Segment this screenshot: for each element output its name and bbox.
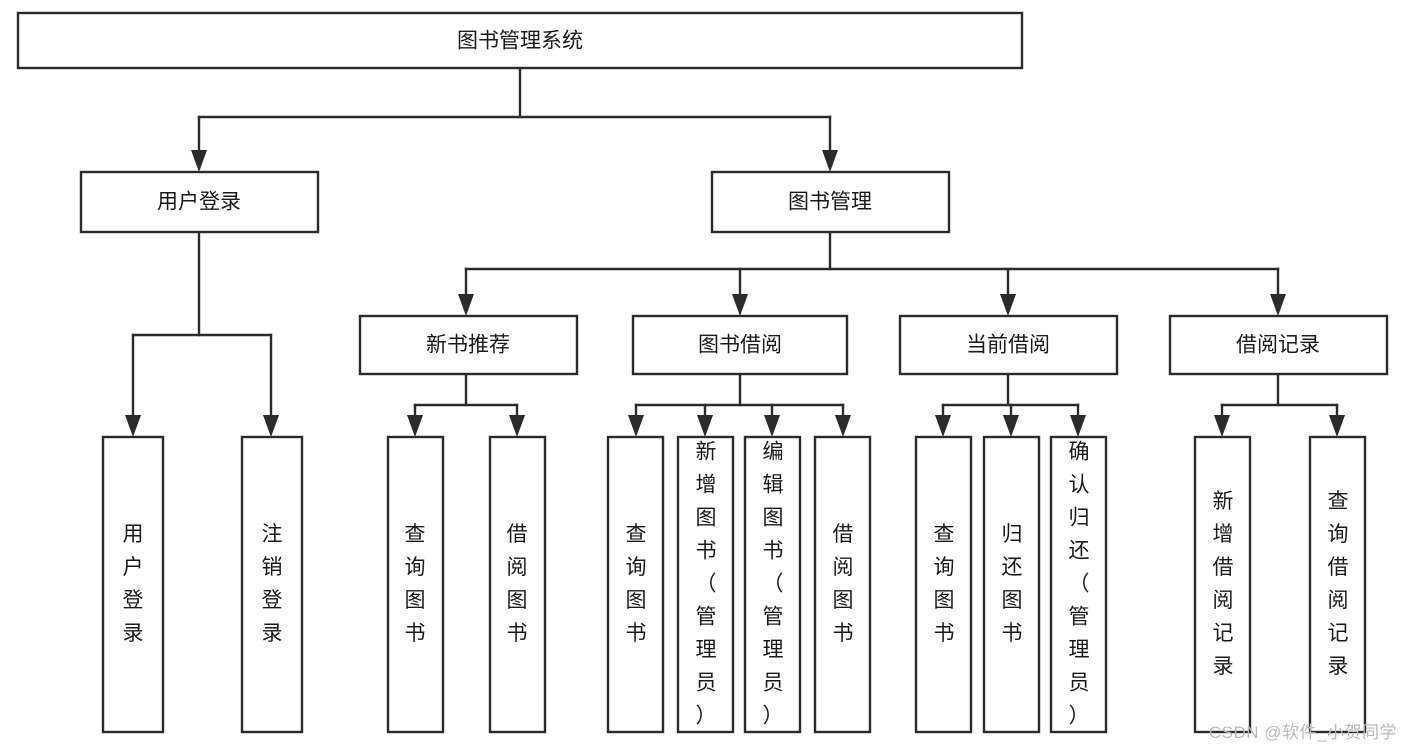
book-borrow-label: 图书借阅 <box>698 334 782 357</box>
arrowhead-leaf-edit-book-admin <box>764 415 780 437</box>
leaf-borrow-book-2-label: 借阅图书 <box>833 523 854 645</box>
node-leaf-add-book-admin[interactable]: 新增图书（管理员） <box>676 435 735 734</box>
node-new-book-recommend[interactable]: 新书推荐 <box>358 314 579 376</box>
leaf-return-book-label: 归还图书 <box>1002 523 1023 645</box>
arrowhead-borrow-record <box>1270 294 1286 316</box>
node-leaf-query-borrow-record[interactable]: 查询借阅记录 <box>1308 435 1367 734</box>
user-login-box[interactable] <box>79 170 320 234</box>
arrowhead-book-borrow <box>732 294 748 316</box>
node-leaf-user-login[interactable]: 用户登录 <box>101 435 165 734</box>
user-login-label: 用户登录 <box>157 191 241 214</box>
arrowhead-leaf-return-book <box>1003 415 1019 437</box>
new-book-recommend-box[interactable] <box>358 314 579 376</box>
leaf-edit-book-admin-label: 编辑图书（管理员） <box>763 441 784 728</box>
leaf-confirm-return-admin-label: 确认归还（管理员） <box>1069 441 1090 728</box>
leaf-logout-login-box[interactable] <box>240 435 304 734</box>
leaf-borrow-book-1-box[interactable] <box>488 435 547 734</box>
node-leaf-add-borrow-record[interactable]: 新增借阅记录 <box>1193 435 1252 734</box>
current-borrow-box[interactable] <box>898 314 1119 376</box>
arrowhead-leaf-query-borrow-record <box>1329 415 1345 437</box>
borrow-record-label: 借阅记录 <box>1236 334 1320 357</box>
node-borrow-record[interactable]: 借阅记录 <box>1168 314 1389 376</box>
node-leaf-logout-login[interactable]: 注销登录 <box>240 435 304 734</box>
leaf-confirm-return-admin-box[interactable] <box>1049 435 1108 734</box>
leaf-query-book-3-label: 查询图书 <box>934 523 955 645</box>
root-box[interactable] <box>16 11 1024 70</box>
arrowhead-current-borrow <box>1000 294 1016 316</box>
leaf-query-borrow-record-label: 查询借阅记录 <box>1328 490 1349 678</box>
new-book-recommend-label: 新书推荐 <box>426 334 510 357</box>
arrowhead-book-management <box>822 150 838 172</box>
node-leaf-query-book-3[interactable]: 查询图书 <box>914 435 973 734</box>
leaf-query-book-3-box[interactable] <box>914 435 973 734</box>
node-leaf-query-book-1[interactable]: 查询图书 <box>386 435 445 734</box>
node-leaf-query-book-2[interactable]: 查询图书 <box>606 435 665 734</box>
arrowhead-leaf-query-book-3 <box>935 415 951 437</box>
borrow-record-box[interactable] <box>1168 314 1389 376</box>
arrowhead-leaf-query-book-2 <box>628 415 644 437</box>
book-management-label: 图书管理 <box>788 191 872 214</box>
node-leaf-borrow-book-1[interactable]: 借阅图书 <box>488 435 547 734</box>
node-leaf-edit-book-admin[interactable]: 编辑图书（管理员） <box>743 435 802 734</box>
leaf-borrow-book-1-label: 借阅图书 <box>507 523 528 645</box>
arrowhead-leaf-add-book-admin <box>697 415 713 437</box>
book-management-box[interactable] <box>710 170 951 234</box>
current-borrow-label: 当前借阅 <box>966 334 1050 357</box>
node-book-management[interactable]: 图书管理 <box>710 170 951 234</box>
leaf-user-login-label: 用户登录 <box>123 523 144 645</box>
node-leaf-return-book[interactable]: 归还图书 <box>982 435 1041 734</box>
node-leaf-borrow-book-2[interactable]: 借阅图书 <box>813 435 872 734</box>
leaf-edit-book-admin-box[interactable] <box>743 435 802 734</box>
arrowhead-leaf-add-borrow-record <box>1214 415 1230 437</box>
leaf-add-borrow-record-label: 新增借阅记录 <box>1213 490 1234 678</box>
node-root[interactable]: 图书管理系统 <box>16 11 1024 70</box>
leaf-query-book-2-label: 查询图书 <box>626 523 647 645</box>
leaf-logout-login-label: 注销登录 <box>262 523 283 645</box>
leaf-add-borrow-record-box[interactable] <box>1193 435 1252 734</box>
arrowhead-leaf-confirm-return-admin <box>1070 415 1086 437</box>
arrowhead-new-book-recommend <box>458 294 474 316</box>
leaf-query-book-1-label: 查询图书 <box>405 523 426 645</box>
leaf-query-book-1-box[interactable] <box>386 435 445 734</box>
node-book-borrow[interactable]: 图书借阅 <box>631 314 849 376</box>
leaf-query-borrow-record-box[interactable] <box>1308 435 1367 734</box>
book-borrow-box[interactable] <box>631 314 849 376</box>
node-leaf-confirm-return-admin[interactable]: 确认归还（管理员） <box>1049 435 1108 734</box>
leaf-return-book-box[interactable] <box>982 435 1041 734</box>
leaf-user-login-box[interactable] <box>101 435 165 734</box>
leaf-add-book-admin-box[interactable] <box>676 435 735 734</box>
node-user-login[interactable]: 用户登录 <box>79 170 320 234</box>
leaf-borrow-book-2-box[interactable] <box>813 435 872 734</box>
arrowhead-leaf-query-book-1 <box>407 415 423 437</box>
node-current-borrow[interactable]: 当前借阅 <box>898 314 1119 376</box>
arrowhead-user-login <box>191 150 207 172</box>
edge-layer <box>125 66 1345 437</box>
arrowhead-leaf-borrow-book-1 <box>509 415 525 437</box>
arrowhead-leaf-logout-login <box>263 415 279 437</box>
leaf-add-book-admin-label: 新增图书（管理员） <box>696 441 717 728</box>
arrowhead-leaf-user-login <box>125 415 141 437</box>
root-label: 图书管理系统 <box>457 30 583 53</box>
arrowhead-leaf-borrow-book-2 <box>835 415 851 437</box>
leaf-query-book-2-box[interactable] <box>606 435 665 734</box>
